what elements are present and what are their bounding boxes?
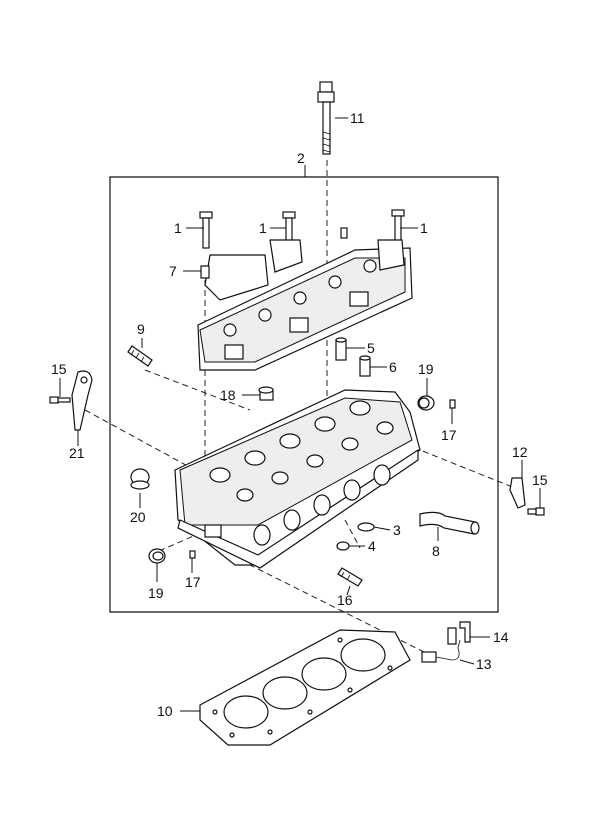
callout-12: 12 — [512, 444, 528, 460]
head-gasket-part-10 — [199, 629, 411, 746]
callout-17-upper: 17 — [441, 427, 457, 443]
camshaft-carrier — [197, 239, 413, 371]
callout-6: 6 — [389, 359, 397, 375]
sleeve-part-6 — [359, 355, 371, 377]
callout-2: 2 — [297, 150, 305, 166]
cylinder-head — [174, 389, 421, 569]
callout-15-left: 15 — [51, 361, 67, 377]
sleeve-part-5 — [335, 337, 347, 361]
callout-7: 7 — [169, 263, 177, 279]
washer-part-3 — [357, 522, 375, 532]
callout-10: 10 — [157, 703, 173, 719]
stud-part-9 — [127, 345, 153, 367]
callout-labels: 1 1 1 2 3 4 5 6 7 8 9 10 11 12 13 14 15 … — [51, 110, 548, 719]
callout-19-lower: 19 — [148, 585, 164, 601]
screw-part-17-lower — [189, 550, 196, 559]
callout-11: 11 — [350, 110, 365, 126]
callout-13: 13 — [476, 656, 492, 672]
dowel-pin-top — [340, 227, 348, 239]
callout-1-right: 1 — [420, 220, 428, 236]
pipe-part-8 — [419, 511, 480, 535]
seal-part-19-lower — [148, 548, 166, 564]
nut-part-4 — [336, 541, 350, 551]
callout-4: 4 — [368, 538, 376, 554]
callout-21: 21 — [69, 445, 85, 461]
callout-5: 5 — [367, 340, 375, 356]
bolt-part-15-left — [49, 396, 71, 404]
sensor-part-13 — [421, 627, 461, 663]
assembly-frame — [109, 176, 499, 613]
callout-9: 9 — [137, 321, 145, 337]
callout-1-left: 1 — [174, 220, 182, 236]
callout-18: 18 — [220, 387, 236, 403]
plug-part-19-upper — [417, 395, 435, 411]
clip-part-14 — [459, 621, 471, 643]
head-bolt-part-11 — [317, 81, 335, 155]
callout-19-upper: 19 — [418, 361, 434, 377]
bolt-part-1-left — [199, 211, 213, 249]
bolt-part-15-right — [527, 507, 545, 516]
screw-part-17-upper — [449, 399, 456, 409]
bracket-part-12 — [509, 477, 526, 509]
callout-1-center: 1 — [259, 220, 267, 236]
callout-8: 8 — [432, 543, 440, 559]
callout-20: 20 — [130, 509, 146, 525]
bracket-part-21 — [71, 370, 93, 431]
bolt-part-1-right — [391, 209, 405, 243]
stud-part-16 — [337, 567, 363, 587]
callout-15-right: 15 — [532, 472, 548, 488]
callout-17-lower: 17 — [185, 574, 201, 590]
dowel-pin-part-7 — [200, 265, 210, 279]
callout-14: 14 — [493, 629, 509, 645]
callout-3: 3 — [393, 522, 401, 538]
leader-lines — [59, 117, 541, 712]
cap-part-18 — [258, 386, 274, 401]
plug-part-20 — [130, 468, 150, 490]
callout-16: 16 — [337, 592, 353, 608]
